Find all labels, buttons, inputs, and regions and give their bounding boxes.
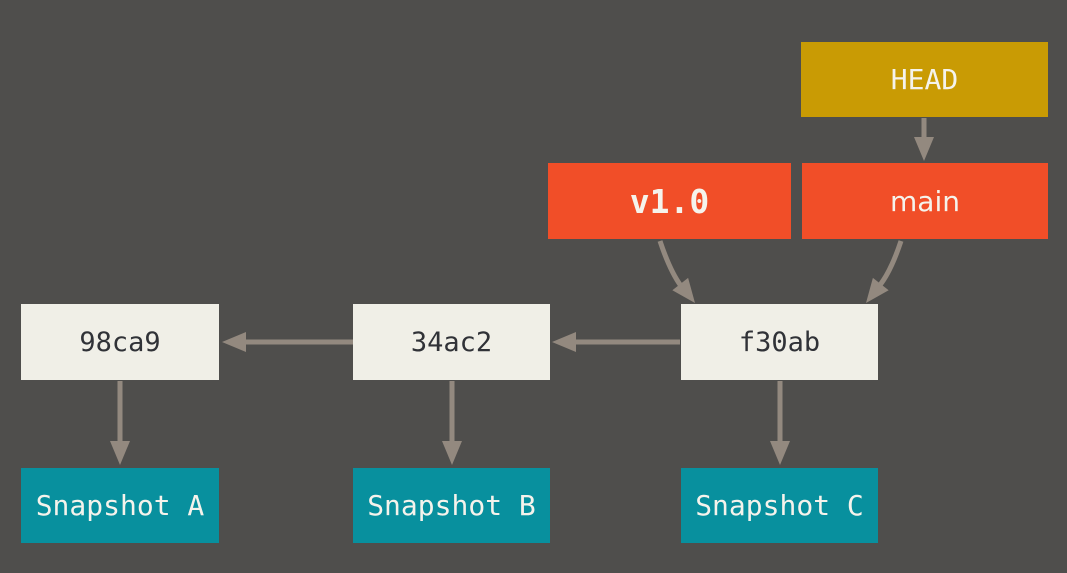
arrow-branch-to-commit-f30ab <box>866 240 904 303</box>
commit-node-98ca9: 98ca9 <box>21 304 219 380</box>
snapshot-label: Snapshot B <box>367 489 536 522</box>
commit-hash-label: 34ac2 <box>410 326 493 358</box>
commit-node-34ac2: 34ac2 <box>353 304 550 380</box>
snapshot-node-c: Snapshot C <box>681 468 878 543</box>
arrow-commit-f30ab-to-34ac2 <box>552 332 680 352</box>
arrow-commit-34ac2-to-98ca9 <box>222 332 353 352</box>
arrow-tag-to-commit-f30ab <box>657 240 695 303</box>
commit-hash-label: 98ca9 <box>79 326 161 358</box>
snapshot-label: Snapshot A <box>35 489 205 522</box>
head-pointer-box: HEAD <box>801 42 1048 117</box>
arrow-head-to-main <box>914 118 934 161</box>
snapshot-label: Snapshot C <box>695 489 864 522</box>
arrow-commit-f30ab-to-snapshot-c <box>770 381 790 465</box>
tag-box-v1-0: v1.0 <box>548 163 791 239</box>
head-pointer-label: HEAD <box>890 63 959 96</box>
commit-hash-label: f30ab <box>738 326 821 358</box>
commit-node-f30ab: f30ab <box>681 304 878 380</box>
snapshot-node-b: Snapshot B <box>353 468 550 543</box>
branch-label: main <box>890 184 960 218</box>
arrow-commit-98ca9-to-snapshot-a <box>110 381 130 465</box>
branch-box-main: main <box>802 163 1048 239</box>
tag-label: v1.0 <box>629 181 710 221</box>
snapshot-node-a: Snapshot A <box>21 468 219 543</box>
arrow-commit-34ac2-to-snapshot-b <box>442 381 462 465</box>
